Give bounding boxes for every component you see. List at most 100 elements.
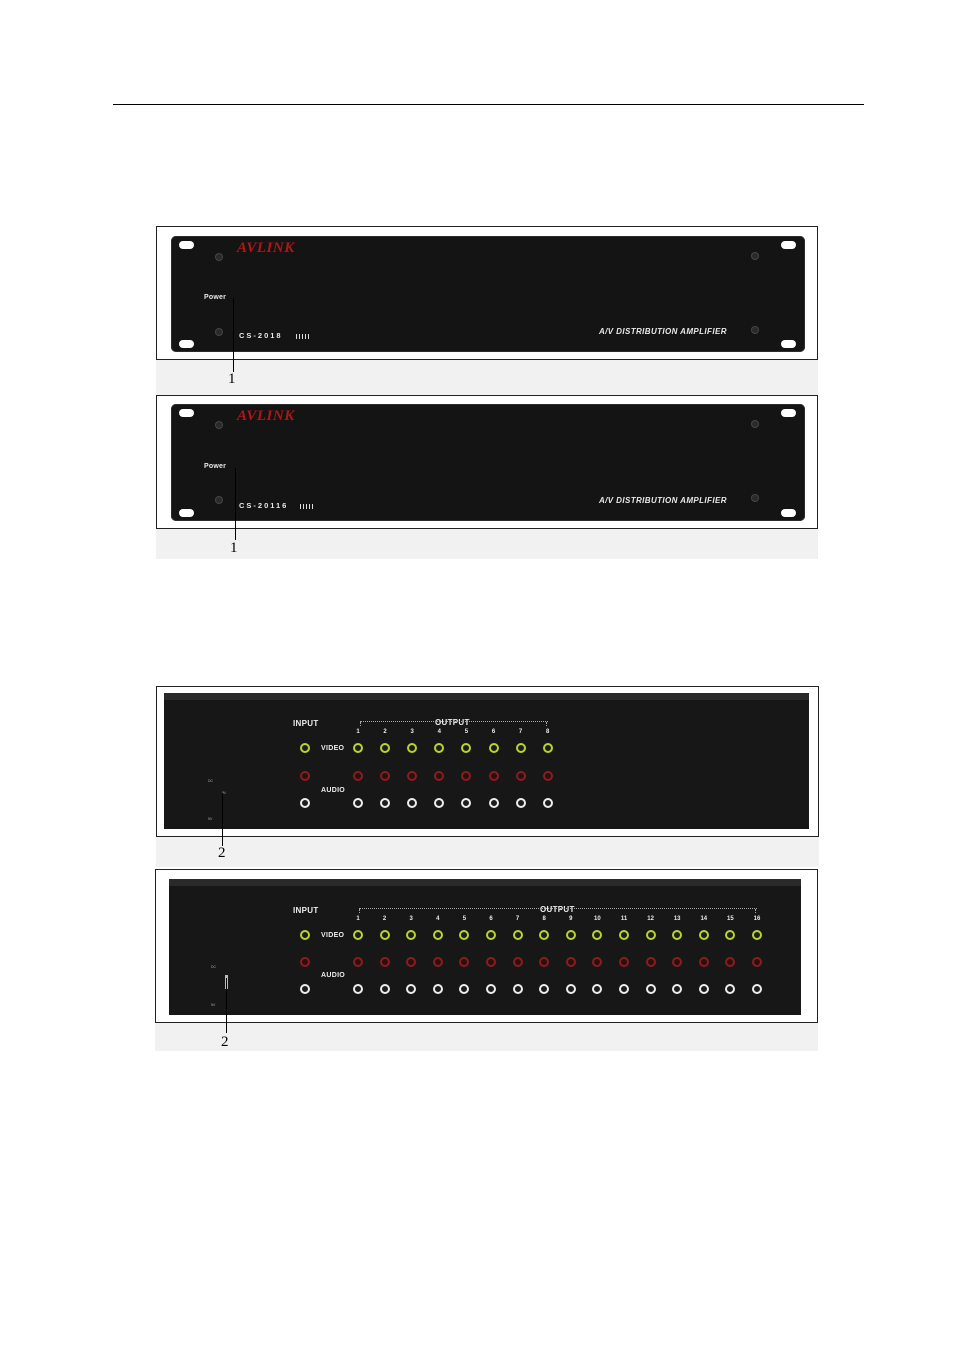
output-video-jack — [646, 930, 656, 940]
input-label: INPUT — [293, 719, 319, 728]
output-number: 11 — [617, 916, 631, 922]
product-name: A/V DISTRIBUTION AMPLIFIER — [599, 496, 727, 505]
output-video-jack — [407, 743, 417, 753]
callout-line — [235, 468, 236, 540]
callout-number: 2 — [221, 1034, 229, 1051]
output-audio-right-jack — [353, 771, 363, 781]
output-audio-right-jack — [406, 957, 416, 967]
output-video-jack — [592, 930, 602, 940]
output-audio-left-jack — [539, 984, 549, 994]
output-audio-right-jack — [672, 957, 682, 967]
front-panel-16: AVLINK Power CS-20116 A/V DISTRIBUTION A… — [171, 404, 805, 521]
output-audio-right-jack — [725, 957, 735, 967]
audio-label: AUDIO — [321, 972, 345, 979]
video-label: VIDEO — [321, 745, 344, 752]
output-video-jack — [516, 743, 526, 753]
callout-line — [222, 793, 223, 846]
callout-line — [233, 298, 234, 372]
output-audio-right-jack — [513, 957, 523, 967]
output-video-jack — [353, 743, 363, 753]
output-number: 4 — [432, 729, 446, 735]
output-number: 5 — [459, 729, 473, 735]
output-video-jack — [489, 743, 499, 753]
output-audio-right-jack — [380, 771, 390, 781]
output-audio-right-jack — [407, 771, 417, 781]
model-bars-graphic — [296, 334, 310, 339]
output-audio-right-jack — [592, 957, 602, 967]
input-video-jack — [300, 930, 310, 940]
header-rule — [113, 104, 864, 105]
output-video-jack — [619, 930, 629, 940]
output-number: 1 — [351, 916, 365, 922]
screw — [215, 421, 223, 429]
input-audio-left-jack — [300, 798, 310, 808]
product-name: A/V DISTRIBUTION AMPLIFIER — [599, 327, 727, 336]
output-audio-left-jack — [619, 984, 629, 994]
output-number: 1 — [351, 729, 365, 735]
screw — [215, 253, 223, 261]
rear-panel-16: INPUT OUTPUT VIDEO AUDIO DC 5V 123456789… — [169, 879, 801, 1015]
output-audio-left-jack — [516, 798, 526, 808]
brand-logo: AVLINK — [237, 240, 295, 257]
output-audio-left-jack — [752, 984, 762, 994]
output-audio-right-jack — [353, 957, 363, 967]
output-audio-right-jack — [646, 957, 656, 967]
output-audio-right-jack — [539, 957, 549, 967]
input-label: INPUT — [293, 906, 319, 915]
frame-shadow — [156, 360, 818, 395]
output-video-jack — [433, 930, 443, 940]
output-number: 7 — [511, 916, 525, 922]
rack-ear-hole — [179, 340, 194, 348]
output-audio-left-jack — [407, 798, 417, 808]
callout-number: 1 — [228, 371, 236, 388]
output-audio-left-jack — [486, 984, 496, 994]
input-audio-left-jack — [300, 984, 310, 994]
rack-ear-hole — [781, 340, 796, 348]
output-audio-left-jack — [566, 984, 576, 994]
output-video-jack — [459, 930, 469, 940]
output-audio-left-jack — [380, 798, 390, 808]
output-bracket — [359, 908, 757, 912]
frame-shadow — [155, 1023, 818, 1051]
output-audio-left-jack — [543, 798, 553, 808]
output-audio-left-jack — [699, 984, 709, 994]
output-audio-right-jack — [516, 771, 526, 781]
screw — [751, 326, 759, 334]
video-label: VIDEO — [321, 932, 344, 939]
output-video-jack — [461, 743, 471, 753]
output-number: 4 — [431, 916, 445, 922]
output-number: 6 — [484, 916, 498, 922]
output-audio-left-jack — [592, 984, 602, 994]
output-audio-right-jack — [752, 957, 762, 967]
output-number: 3 — [404, 916, 418, 922]
rack-ear-hole — [179, 409, 194, 417]
output-number: 2 — [378, 916, 392, 922]
rear-panel-lip — [164, 693, 809, 700]
output-audio-left-jack — [380, 984, 390, 994]
audio-label: AUDIO — [321, 787, 345, 794]
callout-number: 1 — [230, 540, 238, 557]
output-video-jack — [672, 930, 682, 940]
output-video-jack — [486, 930, 496, 940]
output-number: 2 — [378, 729, 392, 735]
screw — [751, 252, 759, 260]
output-audio-right-jack — [434, 771, 444, 781]
power-label: Power — [204, 463, 226, 470]
output-audio-right-jack — [433, 957, 443, 967]
output-number: 16 — [750, 916, 764, 922]
output-audio-left-jack — [461, 798, 471, 808]
rack-ear-hole — [179, 509, 194, 517]
front-panel-8: AVLINK Power CS-2018 A/V DISTRIBUTION AM… — [171, 236, 805, 352]
callout-number: 2 — [218, 845, 226, 862]
output-number: 6 — [487, 729, 501, 735]
output-audio-right-jack — [619, 957, 629, 967]
output-video-jack — [406, 930, 416, 940]
rack-ear-hole — [179, 241, 194, 249]
brand-logo: AVLINK — [237, 408, 295, 425]
model-number: CS-20116 — [239, 501, 288, 510]
output-video-jack — [566, 930, 576, 940]
callout-line — [226, 978, 227, 1033]
output-audio-right-jack — [486, 957, 496, 967]
output-audio-left-jack — [353, 798, 363, 808]
screw — [215, 328, 223, 336]
